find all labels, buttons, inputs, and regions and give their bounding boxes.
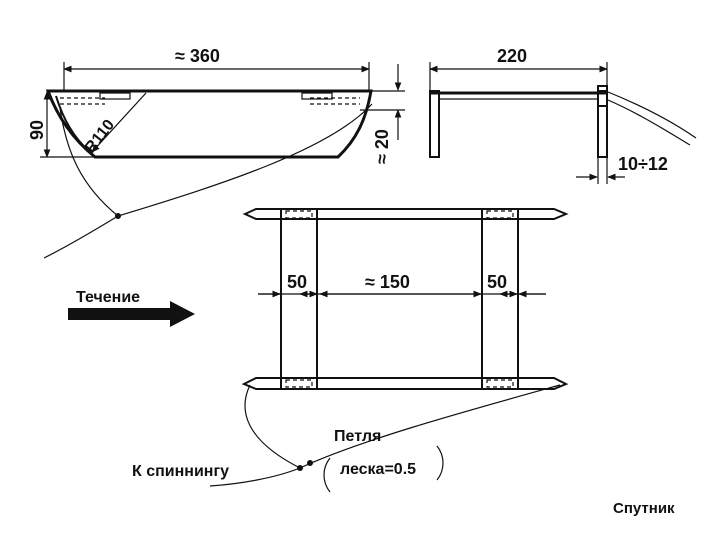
side-post-right-cap — [597, 85, 608, 107]
label-current: Течение — [76, 289, 140, 306]
dim-height-left: 90 — [27, 120, 47, 140]
bolt-mark — [486, 210, 514, 219]
tow-line-to-spinning — [209, 467, 301, 487]
bolt-mark — [285, 210, 313, 219]
bolt-mark — [285, 379, 313, 388]
side-post-right — [597, 90, 608, 158]
label-loop: Петля — [334, 428, 381, 445]
plank-right — [481, 208, 519, 390]
loop-knot-2 — [307, 460, 313, 466]
label-to-spinning: К спиннингу — [132, 463, 229, 480]
current-indicator: Течение — [68, 289, 195, 327]
tow-line-top-left — [244, 384, 301, 469]
radius-line — [91, 92, 147, 153]
current-arrow-icon — [68, 301, 195, 327]
paren-right — [436, 445, 444, 481]
tow-line-left — [59, 107, 119, 217]
side-view: 220 10÷12 — [429, 46, 697, 184]
dim-depth-right: ≈ 20 — [372, 129, 392, 164]
hull-inner-curve — [55, 95, 91, 153]
block-right — [301, 92, 333, 100]
label-line: леска=0.5 — [340, 461, 416, 478]
tow-line-main — [43, 215, 119, 259]
bolt-mark — [486, 379, 514, 388]
dim-width-side: 220 — [497, 46, 527, 66]
block-left — [99, 92, 131, 100]
paren-left — [323, 457, 331, 493]
side-post-left — [429, 90, 440, 158]
runner-right-dashed — [310, 97, 360, 105]
dim-plank-left: 50 — [287, 272, 307, 292]
crossbar-rear — [241, 377, 569, 390]
plank-left — [280, 208, 318, 390]
source-caption: Спутник — [613, 500, 675, 517]
dim-length-top: ≈ 360 — [175, 46, 220, 66]
top-view: 50 ≈ 150 50 — [209, 208, 569, 493]
tow-line-top-right — [299, 384, 561, 469]
runner-left-dashed — [60, 97, 105, 105]
dim-thickness: 10÷12 — [618, 154, 668, 174]
front-view: ≈ 360 90 R110 ≈ 20 — [27, 46, 405, 259]
dim-plank-right: 50 — [487, 272, 507, 292]
side-tow-line — [607, 91, 697, 146]
crossbar-front — [242, 208, 569, 220]
dim-gap-middle: ≈ 150 — [365, 272, 410, 292]
dim-radius: R110 — [82, 116, 118, 156]
tow-line-right — [117, 103, 373, 217]
